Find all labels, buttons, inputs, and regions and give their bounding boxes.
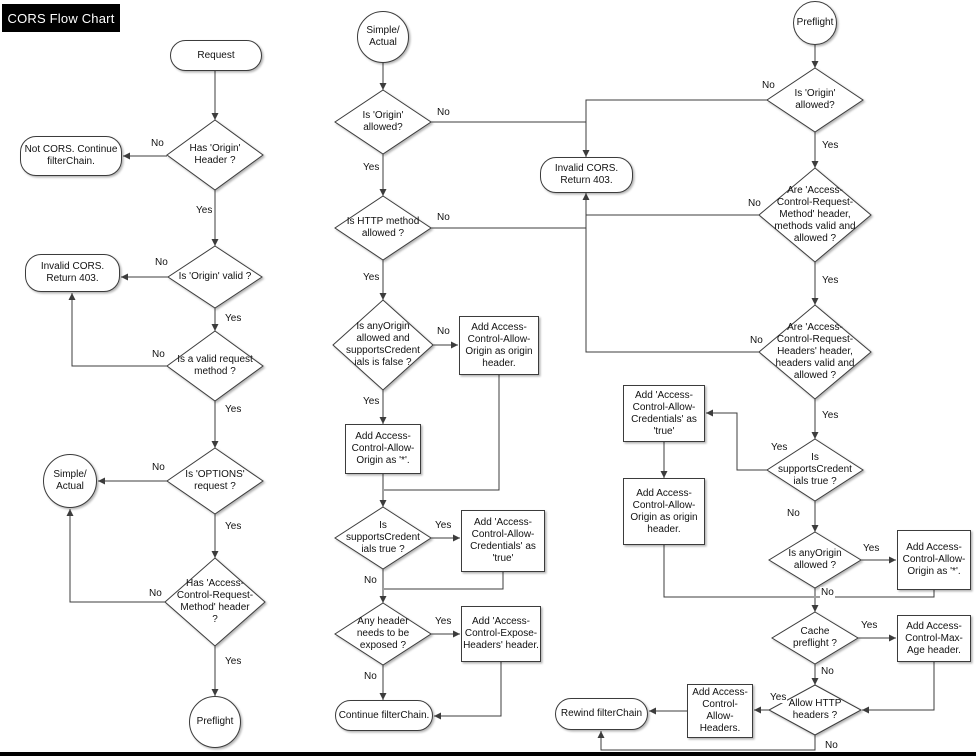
edge-label-no: No [749,335,764,346]
node-preflight-right: Preflight [793,1,837,45]
edge-label-no: No [786,508,801,519]
diamond-has-acrm-shape [164,557,266,647]
node-m-add-expose-headers: Add 'Access- Control-Expose- Headers' he… [461,606,541,662]
edge-label-yes: Yes [224,404,243,415]
edge-r-origin-no-invalid [582,99,767,157]
edge-merge-r-star-out [816,590,935,598]
edge-label-yes: Yes [860,620,879,631]
edge-label-no: No [761,80,776,91]
diamond-r-anyorigin-shape [768,531,862,589]
diamond-m-origin-allowed-shape [334,89,432,155]
node-continue-filterchain: Continue filterChain. [335,700,433,731]
edge-label-no: No [820,666,835,677]
edge-merge-m-credentials-out [384,572,504,590]
edge-label-yes: Yes [224,521,243,532]
edge-label-yes: Yes [821,410,840,421]
node-m-add-origin-header: Add Access- Control-Allow- Origin as ori… [459,316,539,375]
diamond-r-acrm-shape [758,167,872,263]
node-invalid-cors-left: Invalid CORS. Return 403. [25,254,120,292]
edge-r-allowheaders-no [597,731,816,751]
diamond-options-shape [166,447,264,515]
edge-merge-r-origin-header-out [663,545,814,598]
edge-r-acrh-no-invalid [582,193,759,353]
edge-label-no: No [363,575,378,586]
edge-r-supportscred-yes [706,409,767,471]
edge-label-yes: Yes [434,520,453,531]
edge-m-exposerect-continue [434,662,502,720]
edge-label-no: No [154,257,169,268]
edge-label-no: No [151,349,166,360]
edge-label-yes: Yes [224,313,243,324]
edge-label-yes: Yes [224,656,243,667]
diamond-origin-valid-shape [167,245,263,309]
diamond-r-origin-allowed-shape [766,67,864,133]
edge-hasacrm-no [66,509,165,603]
node-m-add-credentials: Add 'Access- Control-Allow- Credentials'… [461,510,545,572]
diamond-m-method-allowed-shape [334,195,432,261]
node-r-add-max-age: Add Access- Control-Max- Age header. [897,615,971,662]
diamond-valid-method-shape [166,330,264,402]
edge-label-yes: Yes [362,272,381,283]
node-simple-actual-mid: Simple/ Actual [357,11,409,63]
edge-r-maxage-allowheaders [862,662,935,714]
node-invalid-cors-mid: Invalid CORS. Return 403. [540,157,633,193]
edge-label-yes: Yes [770,442,789,453]
node-request: Request [170,40,262,71]
edge-merge-m-origin-header-out [384,375,500,491]
edge-label-yes: Yes [769,692,788,703]
edge-label-no: No [436,326,451,337]
node-simple-actual-left: Simple/ Actual [43,454,97,508]
node-m-add-origin-star: Add Access- Control-Allow- Origin as '*'… [345,424,421,474]
diamond-m-anyorigin-shape [332,299,434,391]
node-r-add-origin-header: Add Access- Control-Allow- Origin as ori… [623,478,705,545]
edge-label-no: No [150,138,165,149]
edge-label-yes: Yes [434,616,453,627]
diamond-m-supportscred-shape [334,506,432,570]
diamond-has-origin-shape [166,119,264,191]
edge-validmethod-no [68,293,167,367]
node-rewind-filterchain: Rewind filterChain [555,698,648,730]
edge-label-yes: Yes [821,275,840,286]
edge-label-no: No [148,588,163,599]
edge-label-no: No [151,462,166,473]
diamond-r-supportscred-shape [766,438,864,502]
node-r-add-credentials: Add 'Access- Control-Allow- Credentials'… [623,385,705,442]
diamond-r-cache-shape [771,611,859,665]
edge-label-yes: Yes [195,205,214,216]
edge-label-no: No [363,671,378,682]
node-preflight-left: Preflight [189,696,241,748]
edge-label-no: No [824,740,839,751]
node-r-add-allow-headers: Add Access- Control- Allow- Headers. [687,684,753,738]
diamond-m-expose-shape [334,602,432,666]
edge-label-no: No [436,107,451,118]
edge-label-no: No [747,198,762,209]
edge-label-yes: Yes [362,162,381,173]
edge-label-yes: Yes [862,543,881,554]
node-r-add-origin-star: Add Access- Control-Allow- Origin as '*'… [897,530,971,590]
chart-title: CORS Flow Chart [2,4,120,32]
node-not-cors: Not CORS. Continue filterChain. [20,136,122,176]
edge-label-no: No [820,587,835,598]
edge-label-yes: Yes [362,396,381,407]
edge-label-yes: Yes [821,140,840,151]
diamond-r-acrh-shape [758,304,872,400]
edge-label-no: No [436,212,451,223]
